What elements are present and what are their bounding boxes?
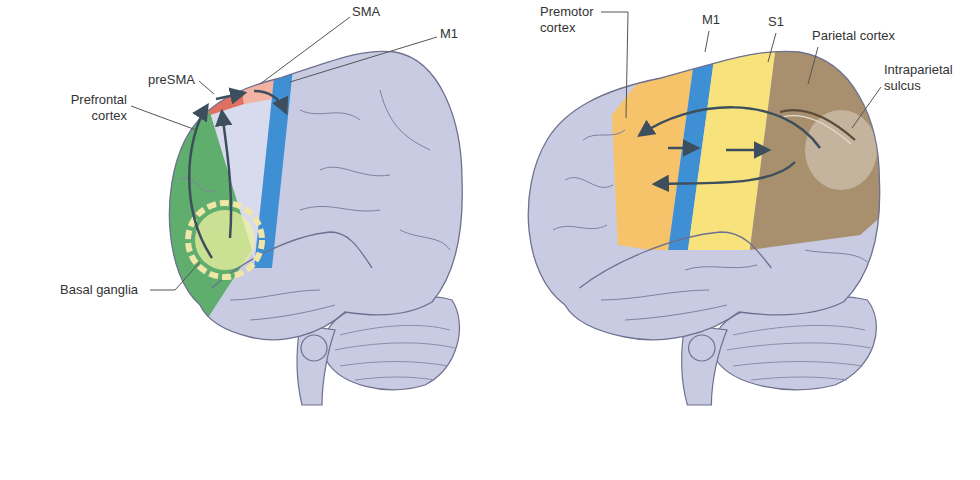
brain-outline [169, 51, 462, 339]
leader-line [601, 12, 628, 118]
sulci [553, 130, 867, 320]
pathway-arrow [254, 91, 286, 112]
pathway-arrow [640, 107, 820, 148]
region-label: preSMA [115, 72, 195, 88]
leader-lines [131, 12, 881, 290]
region-label: Parietal cortex [812, 28, 932, 44]
pons [301, 335, 327, 361]
basal-ganglia-ring [188, 203, 262, 277]
cerebellum-folia [727, 325, 871, 380]
pons [689, 335, 715, 361]
intraparietal-sulcus [782, 116, 851, 144]
region-label: Basal ganglia [60, 282, 170, 298]
basal-ganglia [195, 210, 255, 270]
region-label: Intraparietal sulcus [884, 62, 968, 94]
region-label: Premotor cortex [540, 4, 602, 36]
intraparietal-sulcus [780, 110, 855, 140]
region-label: Prefrontal cortex [55, 92, 127, 124]
lateral-fissure [579, 232, 771, 288]
parietal-region [750, 30, 900, 250]
region-label: SMA [352, 4, 402, 20]
region-label: S1 [768, 14, 798, 30]
leader-line [199, 81, 214, 94]
cerebellum-folia [335, 325, 455, 380]
pathway-arrow [222, 112, 231, 238]
leader-line [705, 31, 709, 52]
brainstem [682, 325, 727, 405]
pathway-arrow [668, 147, 697, 150]
left-brain [150, 40, 462, 405]
pathway-arrow [726, 149, 768, 152]
leader-line [852, 87, 881, 128]
region-label: M1 [440, 26, 480, 42]
leader-line [808, 47, 818, 84]
pathway-arrow [655, 162, 795, 184]
sulci [180, 90, 450, 320]
parietal-highlight [805, 110, 877, 190]
pathway-arrow [216, 93, 244, 99]
brain-outline [528, 51, 879, 339]
leader-line [260, 17, 350, 84]
leader-line [768, 33, 776, 62]
leader-line [290, 37, 437, 82]
region-label: M1 [702, 12, 732, 28]
right-brain [528, 30, 900, 405]
brainstem [297, 325, 335, 405]
leader-line [150, 262, 200, 290]
leader-line [131, 106, 196, 130]
